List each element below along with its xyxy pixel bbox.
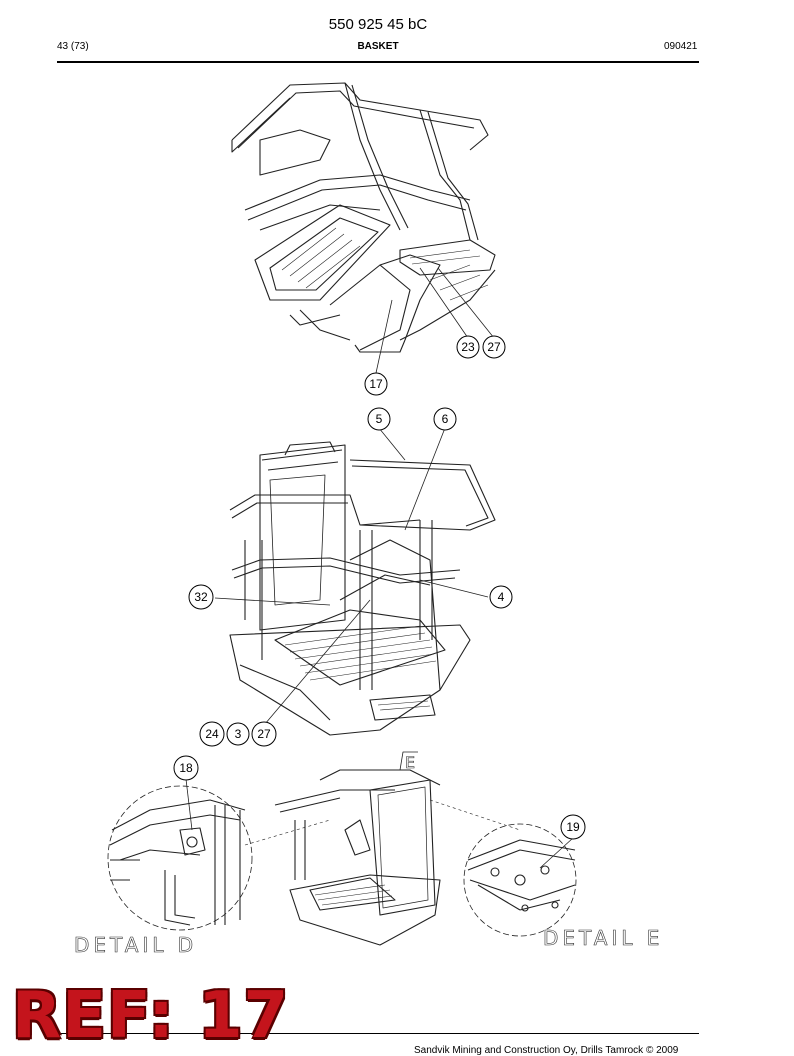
header-rule xyxy=(57,61,699,63)
callout-label-5: 5 xyxy=(376,412,383,426)
detail-e-label: DETAIL E xyxy=(543,926,663,950)
footer-rule xyxy=(57,1033,699,1034)
callout-19 xyxy=(560,814,586,840)
callout-label-6: 6 xyxy=(442,412,449,426)
basket-bottom-view xyxy=(231,82,496,353)
footer-copyright: Sandvik Mining and Construction Oy, Dril… xyxy=(414,1045,679,1056)
callout-label-17: 17 xyxy=(369,377,383,391)
callout-label-32: 32 xyxy=(194,590,208,604)
callout-label-4: 4 xyxy=(498,590,505,604)
basket-iso-view xyxy=(229,441,496,736)
detail-e-marker: E xyxy=(405,753,419,772)
date-code: 090421 xyxy=(664,41,698,52)
detail-d-label: DETAIL D xyxy=(74,933,197,957)
basket-small-view xyxy=(274,769,441,946)
page-number: 43 (73) xyxy=(57,41,89,52)
callout-6 xyxy=(433,407,457,431)
callout-label-3: 3 xyxy=(235,727,242,741)
callout-5 xyxy=(367,407,391,431)
callout-24 xyxy=(199,721,225,747)
callout-label-24: 24 xyxy=(205,727,219,741)
detail-d-view xyxy=(107,785,253,931)
document-number: 550 925 45 bC xyxy=(328,16,428,33)
callout-label-27-top: 27 xyxy=(487,340,501,354)
callout-4 xyxy=(489,585,513,609)
callout-label-27-mid: 27 xyxy=(257,727,271,741)
ref-stamp: REF: 17 xyxy=(12,979,290,1053)
section-title: BASKET xyxy=(357,41,399,52)
detail-e-view xyxy=(463,823,577,937)
callout-27-top xyxy=(482,335,506,359)
callout-label-19: 19 xyxy=(566,820,580,834)
callout-18 xyxy=(173,755,199,781)
callout-27-mid xyxy=(251,721,277,747)
callout-label-23: 23 xyxy=(461,340,475,354)
callout-3 xyxy=(226,722,250,746)
callout-label-18: 18 xyxy=(179,761,193,775)
callout-32 xyxy=(188,584,214,610)
callout-17 xyxy=(364,372,388,396)
callout-23 xyxy=(456,335,480,359)
